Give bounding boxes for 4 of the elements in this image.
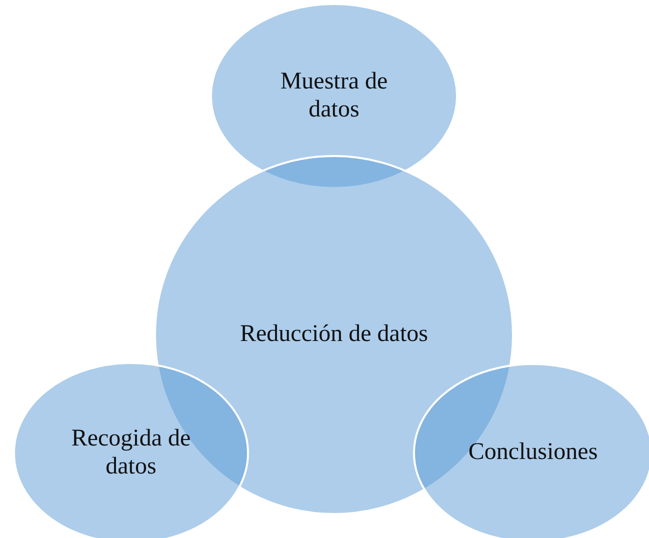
- node-label: Recogida de datos: [70, 425, 192, 481]
- node-label: Muestra de datos: [279, 68, 389, 124]
- node-label: Reducción de datos: [239, 321, 429, 349]
- node-label: Conclusiones: [467, 439, 599, 467]
